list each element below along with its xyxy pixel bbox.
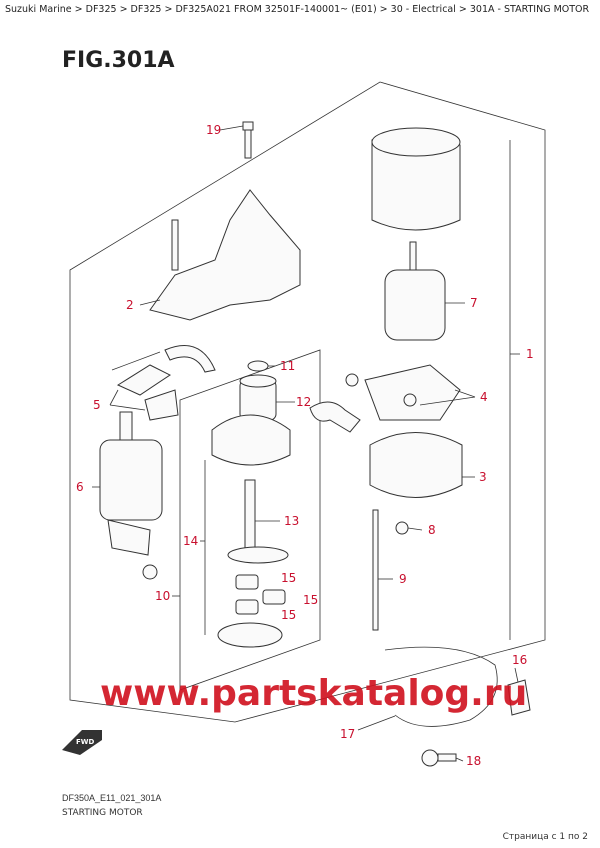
callout-12[interactable]: 12 [296,395,311,409]
callout-8[interactable]: 8 [428,523,436,537]
part-12-pinion[interactable] [239,374,277,421]
part-15-bearings[interactable] [235,574,286,615]
callout-5[interactable]: 5 [93,398,101,412]
callout-19[interactable]: 19 [206,123,221,137]
callout-4[interactable]: 4 [480,390,488,404]
callout-13[interactable]: 13 [284,514,299,528]
callout-3[interactable]: 3 [479,470,487,484]
part-16-clip[interactable] [507,679,531,716]
callout-10[interactable]: 10 [155,589,170,603]
part-lever[interactable] [309,401,361,433]
assembly-frame [69,81,546,723]
callout-11[interactable]: 11 [280,359,295,373]
part-9-through-bolt[interactable] [372,509,379,631]
callout-1[interactable]: 1 [526,347,534,361]
part-6-solenoid[interactable] [99,411,163,580]
part-1-yoke[interactable] [371,127,461,231]
part-3-end-frame[interactable] [369,432,463,498]
callout-6[interactable]: 6 [76,480,84,494]
diagram-caption: STARTING MOTOR [62,808,143,818]
watermark: www.partskatalog.ru [100,673,527,714]
pagination: Страница с 1 по 2 [502,832,588,842]
callout-7[interactable]: 7 [470,296,478,310]
fwd-label: FWD [76,738,95,746]
callout-15[interactable]: 15 [281,608,296,622]
part-5-brackets[interactable] [116,345,216,421]
part-13-shaft[interactable] [227,479,289,564]
callout-16[interactable]: 16 [512,653,527,667]
callout-2[interactable]: 2 [126,298,134,312]
part-8-screw[interactable] [395,521,409,535]
callout-15[interactable]: 15 [303,593,318,607]
callout-15[interactable]: 15 [281,571,296,585]
part-19-bolt[interactable] [242,121,254,159]
part-clutch[interactable] [211,414,291,466]
part-18-bolt[interactable] [421,749,457,767]
callout-18[interactable]: 18 [466,754,481,768]
part-snap-ring[interactable] [217,622,283,648]
part-7-armature[interactable] [384,241,446,341]
callout-9[interactable]: 9 [399,572,407,586]
callout-14[interactable]: 14 [183,534,198,548]
part-4-brush-holder[interactable] [345,364,461,421]
part-2-housing[interactable] [149,189,301,321]
callout-17[interactable]: 17 [340,727,355,741]
diagram-code: DF350A_E11_021_301A [62,793,162,803]
subassembly-frame [179,349,321,691]
fwd-arrow-icon: FWD [62,730,102,755]
part-11-ring[interactable] [247,360,269,372]
breadcrumb[interactable]: Suzuki Marine > DF325 > DF325 > DF325A02… [5,4,590,15]
part-17-band[interactable] [384,646,498,727]
figure-title: FIG.301A [62,48,175,73]
